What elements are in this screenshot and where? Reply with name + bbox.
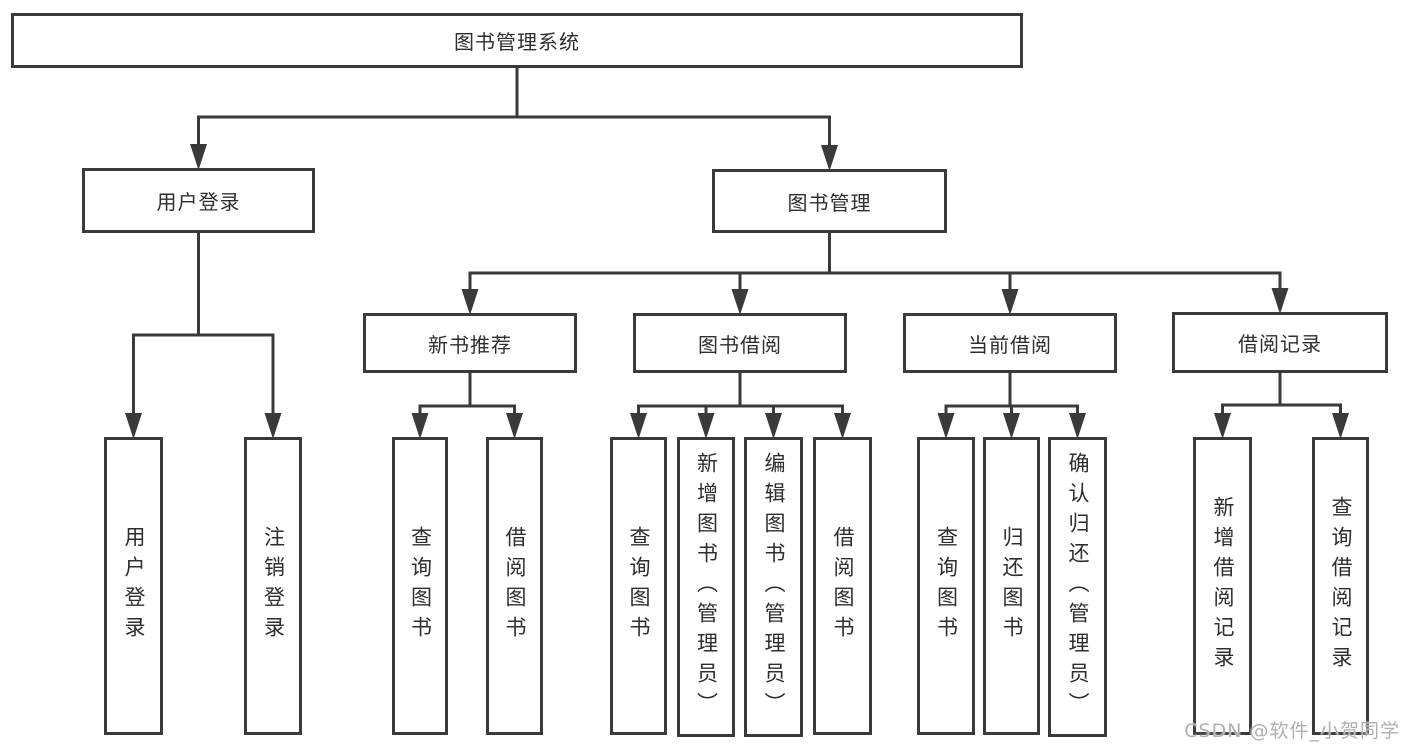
node-leaf-cb-confirm: 确认归还（管理员） xyxy=(1048,437,1107,737)
node-current-borrow: 当前借阅 xyxy=(903,313,1117,373)
node-label-leaf-br-query: 查询借阅记录 xyxy=(1329,496,1353,676)
arrow-down-icon xyxy=(834,413,851,439)
arrow-down-icon xyxy=(821,145,838,171)
arrow-down-icon xyxy=(937,413,955,439)
arrow-down-icon xyxy=(190,144,207,170)
node-label-leaf-nb-query: 查询图书 xyxy=(408,526,433,646)
node-leaf-cb-query: 查询图书 xyxy=(917,437,975,735)
node-borrow-record: 借阅记录 xyxy=(1172,312,1388,373)
arrow-down-icon xyxy=(1003,413,1020,439)
arrow-down-icon xyxy=(765,413,782,439)
arrow-down-icon xyxy=(461,289,479,315)
node-book-borrow: 图书借阅 xyxy=(633,313,847,373)
arrow-down-icon xyxy=(1001,289,1019,315)
node-label-leaf-bb-edit: 编辑图书（管理员） xyxy=(762,452,786,722)
node-label-leaf-logout: 注销登录 xyxy=(261,526,286,646)
arrow-down-icon xyxy=(1214,413,1231,439)
node-label-user-login: 用户登录 xyxy=(156,190,241,214)
node-label-leaf-bb-add: 新增图书（管理员） xyxy=(694,452,719,722)
node-new-book-recommend: 新书推荐 xyxy=(363,313,577,373)
node-label-leaf-user-login: 用户登录 xyxy=(122,526,146,646)
node-book-mgmt: 图书管理 xyxy=(712,169,947,233)
node-root: 图书管理系统 xyxy=(11,13,1023,68)
arrow-down-icon xyxy=(125,413,142,439)
arrow-down-icon xyxy=(264,413,282,439)
arrow-down-icon xyxy=(1271,288,1289,314)
arrow-down-icon xyxy=(630,413,647,439)
arrow-down-icon xyxy=(506,413,523,439)
node-label-leaf-bb-borrow: 借阅图书 xyxy=(831,526,855,646)
arrow-down-icon xyxy=(697,413,715,439)
arrow-down-icon xyxy=(1332,413,1349,439)
node-leaf-br-query: 查询借阅记录 xyxy=(1312,437,1369,735)
node-label-leaf-cb-return: 归还图书 xyxy=(1000,526,1024,646)
node-label-leaf-cb-confirm: 确认归还（管理员） xyxy=(1066,452,1090,722)
node-label-new-book-recommend: 新书推荐 xyxy=(428,332,512,357)
node-label-leaf-nb-borrow: 借阅图书 xyxy=(503,526,527,646)
watermark: CSDN @软件_小贺同学 xyxy=(1184,720,1400,742)
node-leaf-bb-edit: 编辑图书（管理员） xyxy=(744,437,803,737)
node-label-borrow-record: 借阅记录 xyxy=(1238,332,1322,356)
arrow-down-icon xyxy=(1069,413,1086,439)
node-label-leaf-br-add: 新增借阅记录 xyxy=(1211,496,1235,676)
node-leaf-bb-query: 查询图书 xyxy=(610,437,667,735)
node-label-leaf-cb-query: 查询图书 xyxy=(934,526,959,646)
node-label-root: 图书管理系统 xyxy=(454,30,580,54)
node-label-book-mgmt: 图书管理 xyxy=(787,190,872,215)
node-leaf-br-add: 新增借阅记录 xyxy=(1193,437,1252,735)
node-label-current-borrow: 当前借阅 xyxy=(968,332,1052,357)
node-leaf-cb-return: 归还图书 xyxy=(983,437,1040,735)
node-label-leaf-bb-query: 查询图书 xyxy=(627,526,651,646)
node-label-book-borrow: 图书借阅 xyxy=(698,332,782,357)
node-leaf-bb-add: 新增图书（管理员） xyxy=(677,437,735,737)
node-leaf-nb-query: 查询图书 xyxy=(392,437,448,735)
arrow-down-icon xyxy=(411,413,429,439)
arrow-down-icon xyxy=(731,289,749,315)
node-leaf-user-login: 用户登录 xyxy=(104,437,163,735)
node-leaf-bb-borrow: 借阅图书 xyxy=(813,437,872,735)
node-leaf-nb-borrow: 借阅图书 xyxy=(486,437,543,735)
node-leaf-logout: 注销登录 xyxy=(244,437,302,735)
node-user-login: 用户登录 xyxy=(82,168,315,233)
